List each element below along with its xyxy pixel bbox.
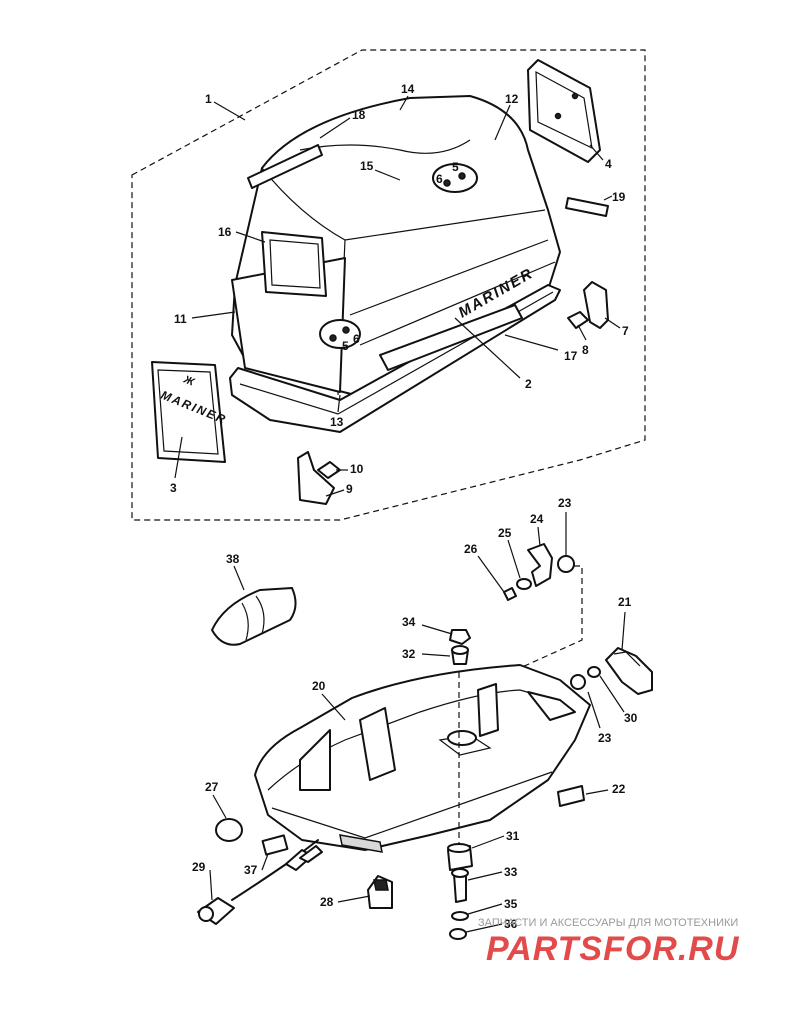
washer-35 (451, 911, 469, 921)
callout-8: 8 (582, 343, 589, 357)
callout-32: 32 (402, 647, 416, 661)
washer-25 (516, 578, 532, 590)
callout-22: 22 (612, 782, 626, 796)
hose-grommet (211, 587, 297, 646)
bottom-cowl-pan (254, 664, 591, 851)
callout-17: 17 (564, 349, 578, 363)
callout-10: 10 (350, 462, 364, 476)
vent-opening (261, 231, 327, 297)
callout-15: 15 (360, 159, 374, 173)
screw-26 (503, 587, 517, 601)
callout-36: 36 (504, 917, 518, 931)
rear-hatch-cover (527, 59, 601, 163)
nut-34 (449, 629, 471, 645)
callout-16: 16 (218, 225, 232, 239)
callout-24: 24 (530, 512, 544, 526)
decal-19 (565, 197, 609, 217)
decal-brand-prefix: Ж (181, 373, 198, 389)
watermark: ЗАПЧАСТИ И АКСЕССУАРЫ ДЛЯ МОТОТЕХНИКИ PA… (478, 917, 740, 968)
decal-18 (247, 144, 323, 189)
callout-14: 14 (401, 82, 415, 96)
callout-6-lower: 6 (353, 332, 360, 346)
callout-1: 1 (205, 92, 212, 106)
grommet-23-upper (557, 555, 575, 573)
top-cowl-group: MARINER MARINER Ж (131, 49, 646, 521)
callout-6-upper: 6 (436, 172, 443, 186)
callout-30: 30 (624, 711, 638, 725)
callout-35: 35 (504, 897, 518, 911)
bottom-cowl-group (197, 543, 653, 940)
callout-29: 29 (192, 860, 206, 874)
callout-37: 37 (244, 863, 258, 877)
callout-18: 18 (352, 108, 366, 122)
latch-lever-handle (605, 647, 653, 695)
latch-hook (527, 543, 553, 587)
top-cowl-boundary (131, 49, 646, 521)
callout-12: 12 (505, 92, 519, 106)
callout-23-upper: 23 (558, 496, 572, 510)
callout-28: 28 (320, 895, 334, 909)
watermark-site: PARTSFOR.RU (486, 930, 740, 968)
callout-13: 13 (330, 415, 344, 429)
callout-33: 33 (504, 865, 518, 879)
callout-21: 21 (618, 595, 632, 609)
callout-5-upper: 5 (452, 160, 459, 174)
small-decal (261, 834, 289, 856)
callout-19: 19 (612, 190, 626, 204)
callout-20: 20 (312, 679, 326, 693)
decal-22 (557, 785, 585, 807)
callout-27: 27 (205, 780, 219, 794)
callout-25: 25 (498, 526, 512, 540)
callout-9: 9 (346, 482, 353, 496)
callout-31: 31 (506, 829, 520, 843)
callout-38: 38 (226, 552, 240, 566)
callout-2: 2 (525, 377, 532, 391)
callout-numbers: 1 2 3 4 5 6 7 8 9 10 11 12 13 14 15 16 1… (170, 82, 638, 933)
callout-5-lower: 5 (342, 339, 349, 353)
lower-seal-strip (229, 284, 561, 433)
callout-7: 7 (622, 324, 629, 338)
callout-4: 4 (605, 157, 612, 171)
side-decal-plate (151, 361, 226, 463)
cover-plate-lower (319, 319, 361, 349)
washer-30 (587, 666, 601, 678)
latch-screw (567, 311, 589, 329)
callout-3: 3 (170, 481, 177, 495)
drain-plug (215, 818, 243, 842)
watermark-tagline: ЗАПЧАСТИ И АКСЕССУАРЫ ДЛЯ МОТОТЕХНИКИ (478, 917, 738, 929)
callout-11: 11 (174, 312, 187, 326)
callout-26: 26 (464, 542, 478, 556)
latch-bracket-lower (297, 451, 335, 505)
nut-36 (449, 928, 467, 940)
callout-34: 34 (402, 615, 416, 629)
grommet-23-lower (570, 674, 586, 690)
callout-23-lower: 23 (598, 731, 612, 745)
